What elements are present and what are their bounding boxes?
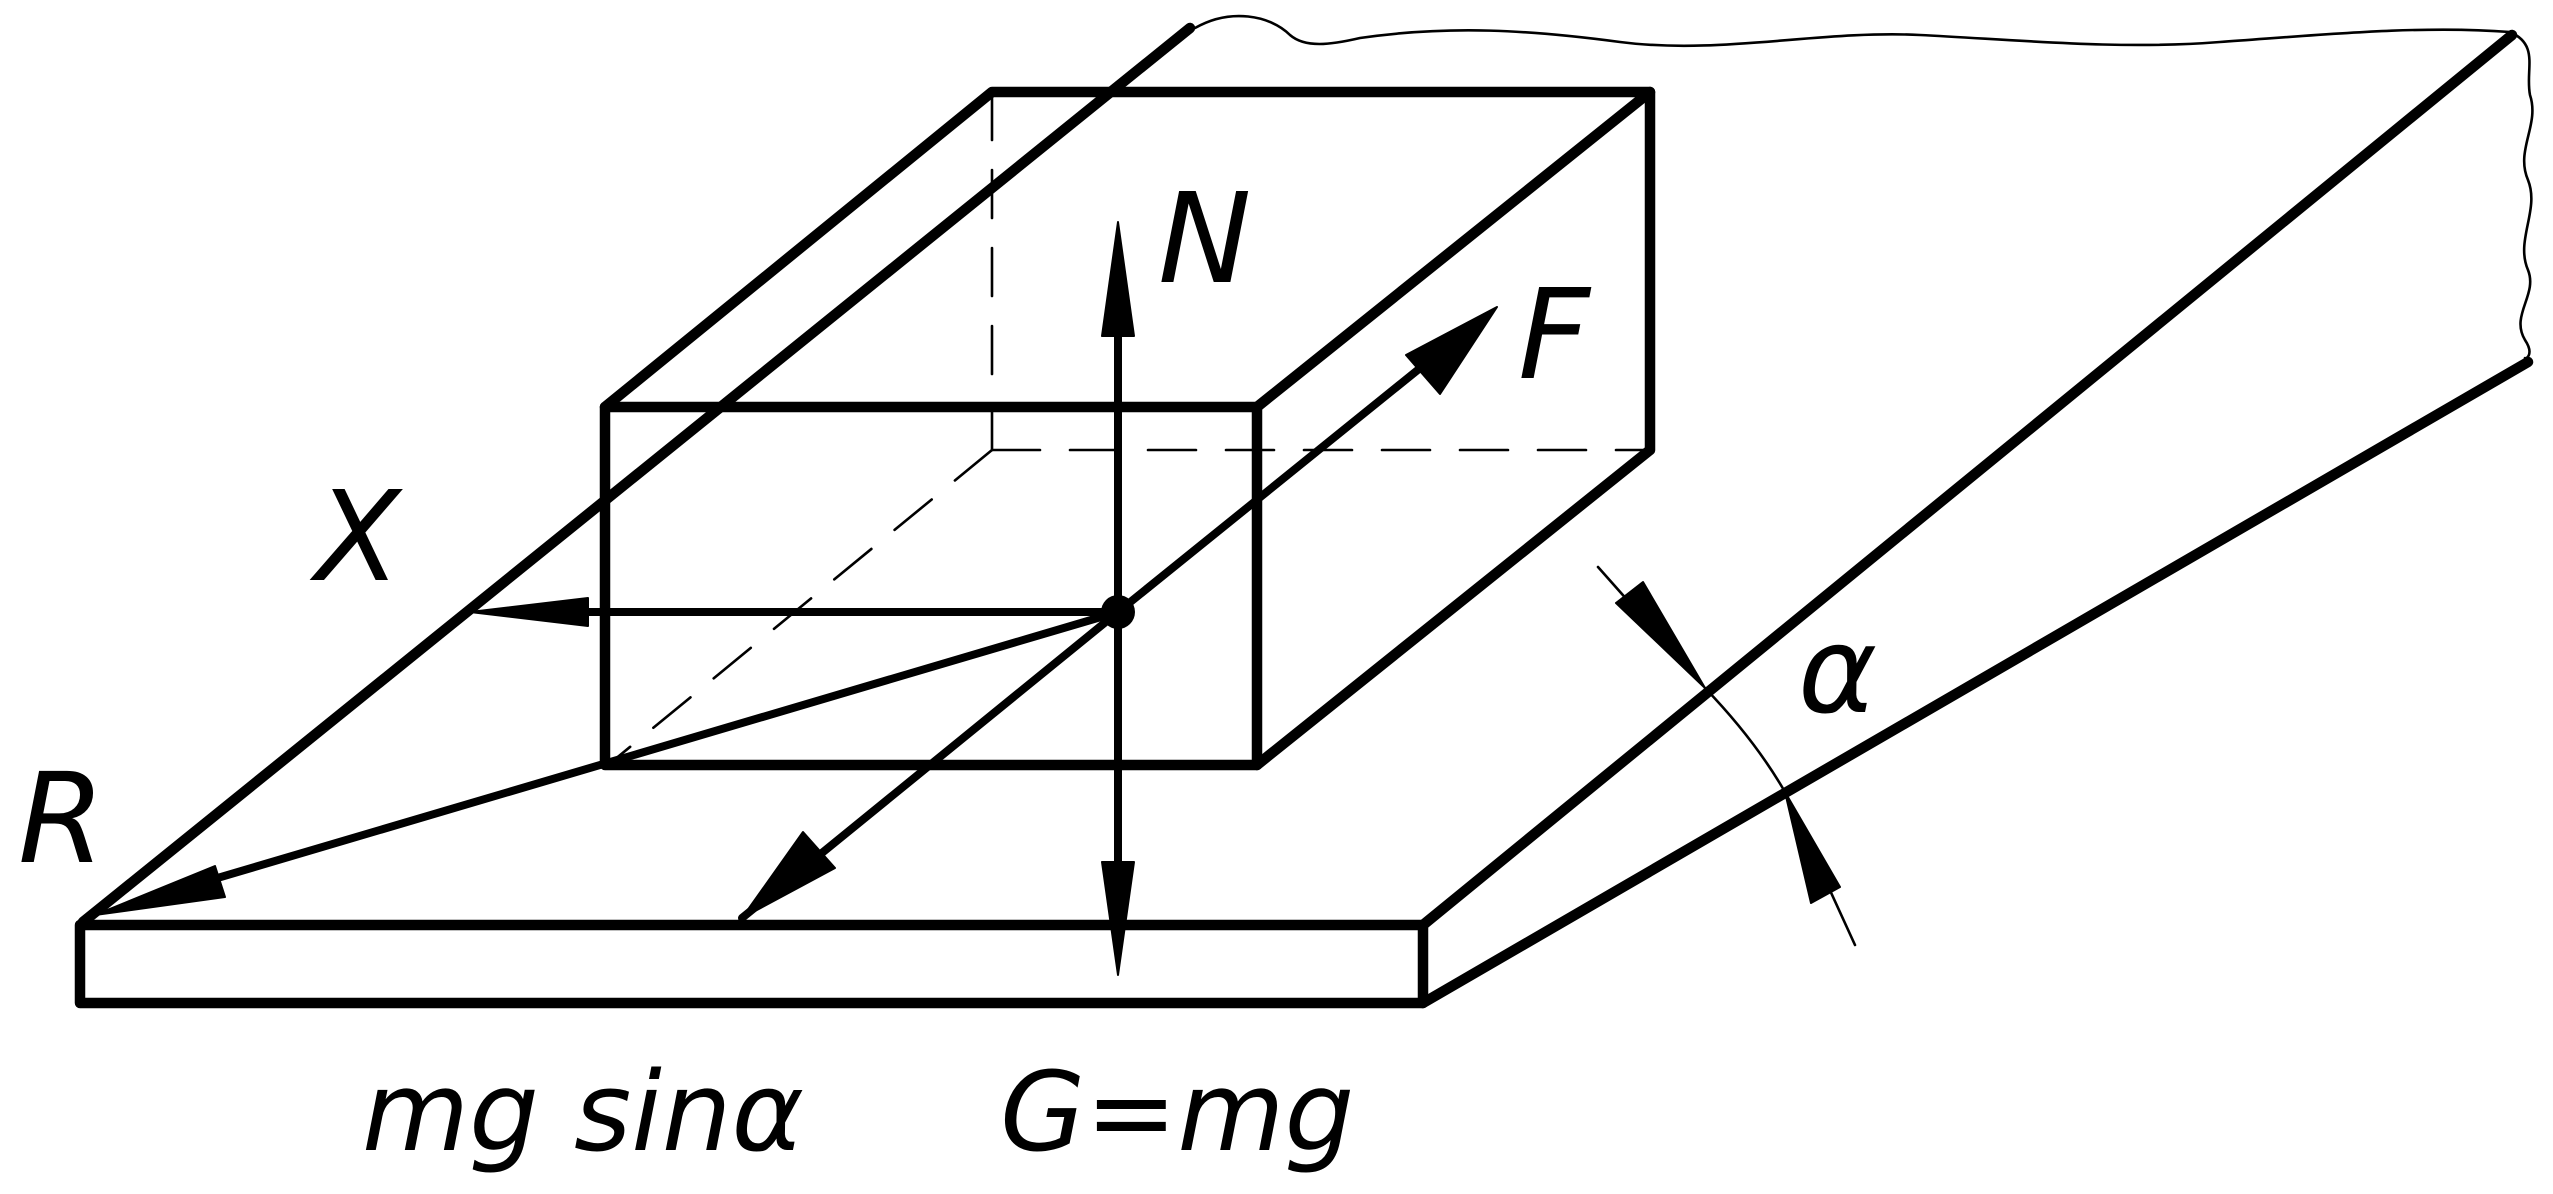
angle-arrowhead-upper xyxy=(1615,581,1706,689)
block-right-face xyxy=(1251,86,1656,771)
label-downslope-force: mg sinα xyxy=(362,1048,804,1176)
plane-top-right-edge xyxy=(1417,29,2518,931)
block-front-face xyxy=(599,401,1263,771)
downslope-force-arrowhead xyxy=(741,831,836,919)
block-top-face xyxy=(599,86,1656,413)
weight-arrowhead xyxy=(1101,861,1135,976)
resultant-arrow xyxy=(166,608,1122,896)
force-vectors xyxy=(94,221,1498,976)
angle-marker xyxy=(1596,565,1857,947)
normal-force-arrowhead xyxy=(1101,221,1135,337)
friction-force-arrowhead xyxy=(1405,306,1498,395)
inclined-plane xyxy=(74,14,2534,1009)
plane-bottom-right-edge xyxy=(1417,356,2534,1009)
angle-arc xyxy=(1703,686,1787,794)
label-friction-force: F xyxy=(1518,263,1592,408)
x-component-arrowhead xyxy=(469,597,589,627)
friction-force-arrow xyxy=(1114,348,1444,616)
center-of-mass-dot xyxy=(1101,595,1135,629)
block-hidden-edge-depth xyxy=(606,448,994,767)
plane-front-face xyxy=(74,919,1429,1009)
plane-break-line-top xyxy=(1193,14,2512,48)
plane-top-left-edge xyxy=(77,22,1196,928)
label-resultant: R xyxy=(18,747,105,892)
block xyxy=(599,86,1656,771)
angle-arrowhead-lower xyxy=(1784,791,1841,904)
label-weight: G=mg xyxy=(1000,1048,1354,1176)
labels: N F X R α mg sinα G=mg xyxy=(18,167,1877,1176)
label-x-component: X xyxy=(309,465,403,610)
plane-break-line-right xyxy=(2508,30,2534,360)
resultant-arrowhead xyxy=(94,865,226,916)
label-normal-force: N xyxy=(1158,167,1252,312)
label-angle: α xyxy=(1798,602,1877,741)
